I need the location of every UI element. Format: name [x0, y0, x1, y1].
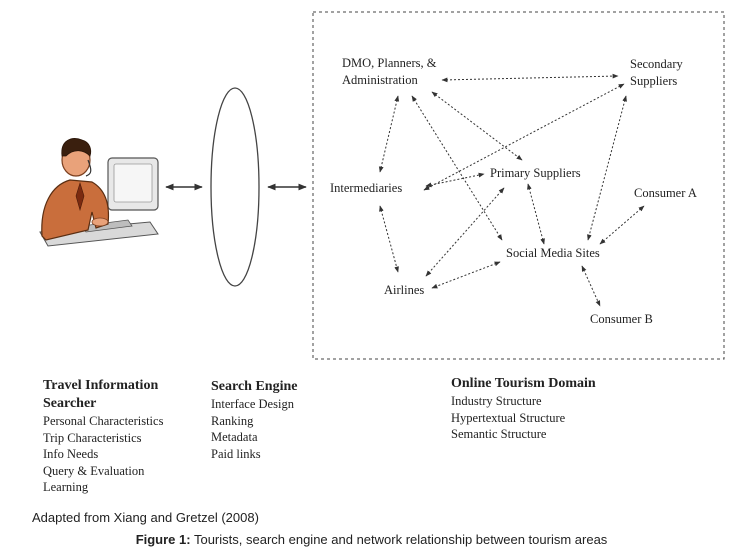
- node-airlines: Airlines: [384, 283, 424, 297]
- search-engine-title: Search Engine: [211, 379, 298, 394]
- node-primary-suppliers: Primary Suppliers: [490, 166, 581, 180]
- arrow-dmo-intermediaries: [378, 95, 400, 173]
- arrow-social-consumer-a: [599, 205, 645, 245]
- arrow-intermediaries-primary: [425, 172, 485, 188]
- node-secondary-line1: Secondary: [630, 57, 684, 71]
- arrow-social-airlines: [431, 261, 501, 289]
- domain-legend: Online Tourism Domain Industry Structure…: [451, 375, 596, 443]
- search-engine-item: Metadata: [211, 430, 258, 444]
- search-engine-item: Paid links: [211, 446, 261, 461]
- arrow-secondary-social: [587, 95, 627, 241]
- searcher-item: Trip Characteristics: [43, 430, 142, 445]
- domain-item: Industry Structure: [451, 394, 542, 408]
- arrow-primary-airlines: [425, 187, 505, 277]
- searcher-legend: Travel Information Searcher Personal Cha…: [43, 377, 163, 496]
- figure-caption: Figure 1: Tourists, search engine and ne…: [0, 532, 743, 547]
- search-engine-item: Interface Design: [211, 397, 294, 411]
- node-intermediaries: Intermediaries: [330, 181, 402, 195]
- domain-item: Semantic Structure: [451, 427, 547, 441]
- searcher-item: Personal Characteristics: [43, 414, 164, 428]
- searcher-title-line1: Travel Information: [43, 378, 159, 393]
- searcher-item: Info Needs: [43, 447, 99, 461]
- arrow-dmo-secondary: [441, 73, 619, 83]
- node-dmo-line1: DMO, Planners, &: [342, 56, 437, 70]
- figure-text: Tourists, search engine and network rela…: [190, 532, 608, 547]
- search-engine-item: Ranking: [211, 413, 254, 428]
- domain-title: Online Tourism Domain: [451, 376, 596, 391]
- arrow-primary-social: [527, 183, 545, 245]
- searcher-item: Query & Evaluation: [43, 463, 145, 478]
- arrow-social-consumer-b: [581, 265, 601, 307]
- searcher-title-line2: Searcher: [43, 396, 97, 411]
- searcher-item: Learning: [43, 480, 89, 494]
- node-secondary-line2: Suppliers: [630, 74, 677, 88]
- figure-label: Figure 1:: [135, 532, 191, 547]
- caption-source: Adapted from Xiang and Gretzel (2008): [32, 510, 259, 525]
- arrow-dmo-social: [411, 95, 503, 241]
- node-social-media-sites: Social Media Sites: [506, 246, 600, 260]
- search-engine-legend: Search Engine Interface Design Ranking M…: [211, 378, 297, 462]
- network-arrows: [378, 73, 645, 307]
- node-consumer-a: Consumer A: [634, 186, 697, 200]
- domain-item: Hypertextual Structure: [451, 410, 566, 425]
- node-consumer-b: Consumer B: [590, 312, 653, 326]
- arrow-intermediaries-airlines: [379, 205, 399, 273]
- arrow-dmo-primary: [431, 91, 523, 161]
- node-dmo-line2: Administration: [342, 73, 418, 87]
- search-engine-ellipse: [210, 87, 260, 287]
- online-tourism-domain-box: [312, 11, 725, 360]
- person-at-computer-icon: [39, 138, 159, 247]
